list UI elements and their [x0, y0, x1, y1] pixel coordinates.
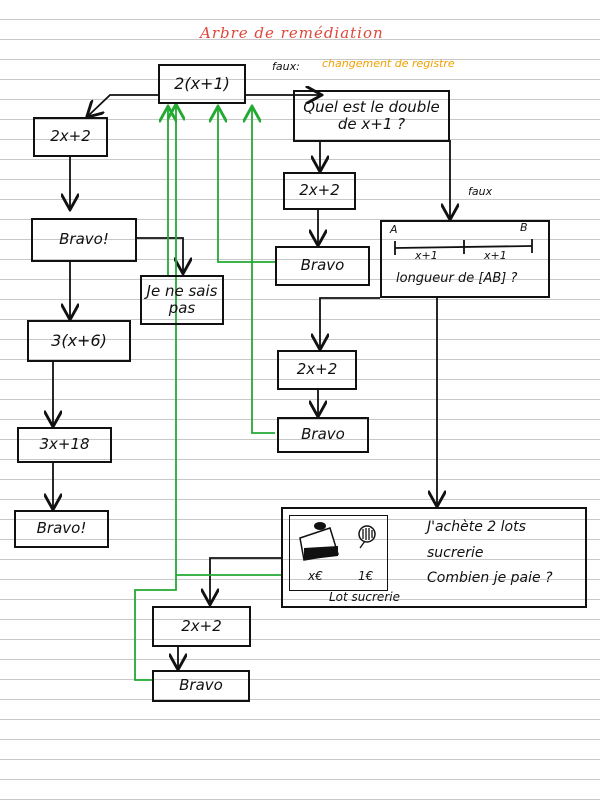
- node-left-3x6: 3(x+6): [27, 320, 131, 362]
- note-faux-top: faux:: [272, 60, 300, 73]
- lot-question-line-1: J'achète 2 lots: [427, 519, 526, 535]
- segment-figure: [394, 239, 533, 255]
- green-return-from-bottom-bravo: [134, 106, 176, 681]
- node-left-2x2: 2x+2: [33, 117, 108, 157]
- candy-price: 1€: [358, 569, 374, 583]
- lot-question-line-2: sucrerie: [427, 545, 484, 561]
- arrow-segment-to-mid2x2b: [320, 297, 380, 348]
- segment-question-text: longueur de [AB] ?: [396, 271, 518, 286]
- node-left-bravo2: Bravo!: [14, 510, 109, 548]
- node-bottom-bravo: Bravo: [152, 670, 250, 702]
- note-faux-right: faux: [468, 185, 493, 198]
- cake-price: x€: [308, 569, 323, 583]
- lot-question-line-3: Combien je paie ?: [427, 570, 553, 586]
- green-return-from-mid-bravo-b: [252, 108, 275, 434]
- node-bottom-2x2: 2x+2: [152, 606, 251, 647]
- node-mid-bravo: Bravo: [275, 246, 370, 286]
- node-question: Quel est le double de x+1 ?: [293, 90, 450, 142]
- arrow-root-to-left: [88, 94, 158, 116]
- candy-icon: [358, 525, 376, 549]
- lot-image-frame: x€ 1€: [289, 515, 388, 591]
- segment-label-x1: x+1: [415, 249, 438, 262]
- segment-label-b: B: [520, 221, 528, 234]
- node-mid-2x2-b: 2x+2: [277, 350, 357, 390]
- segment-label-x2: x+1: [484, 249, 507, 262]
- node-lot-sucrerie: x€ 1€ Lot sucrerie J'achète 2 lots sucre…: [281, 507, 587, 608]
- node-mid-bravo-b: Bravo: [277, 417, 369, 453]
- green-return-from-mid-bravo: [218, 108, 275, 263]
- node-root: 2(x+1): [158, 64, 246, 104]
- arrow-lot-to-bottom2x2: [210, 557, 281, 603]
- node-segment-question: A B x+1 x+1 longueur de [AB] ?: [380, 220, 550, 298]
- cake-icon: [299, 522, 339, 561]
- node-mid-2x2: 2x+2: [283, 172, 356, 210]
- note-changement-registre: changement de registre: [322, 57, 455, 70]
- node-left-bravo: Bravo!: [31, 218, 137, 262]
- node-left-3x18: 3x+18: [17, 427, 112, 463]
- segment-label-a: A: [390, 223, 398, 236]
- node-je-ne-sais-pas: Je ne sais pas: [140, 275, 224, 325]
- lot-caption: Lot sucrerie: [329, 590, 400, 604]
- diagram-title: Arbre de remédiation: [200, 24, 384, 42]
- arrow-bravo-to-jenesais: [136, 237, 183, 272]
